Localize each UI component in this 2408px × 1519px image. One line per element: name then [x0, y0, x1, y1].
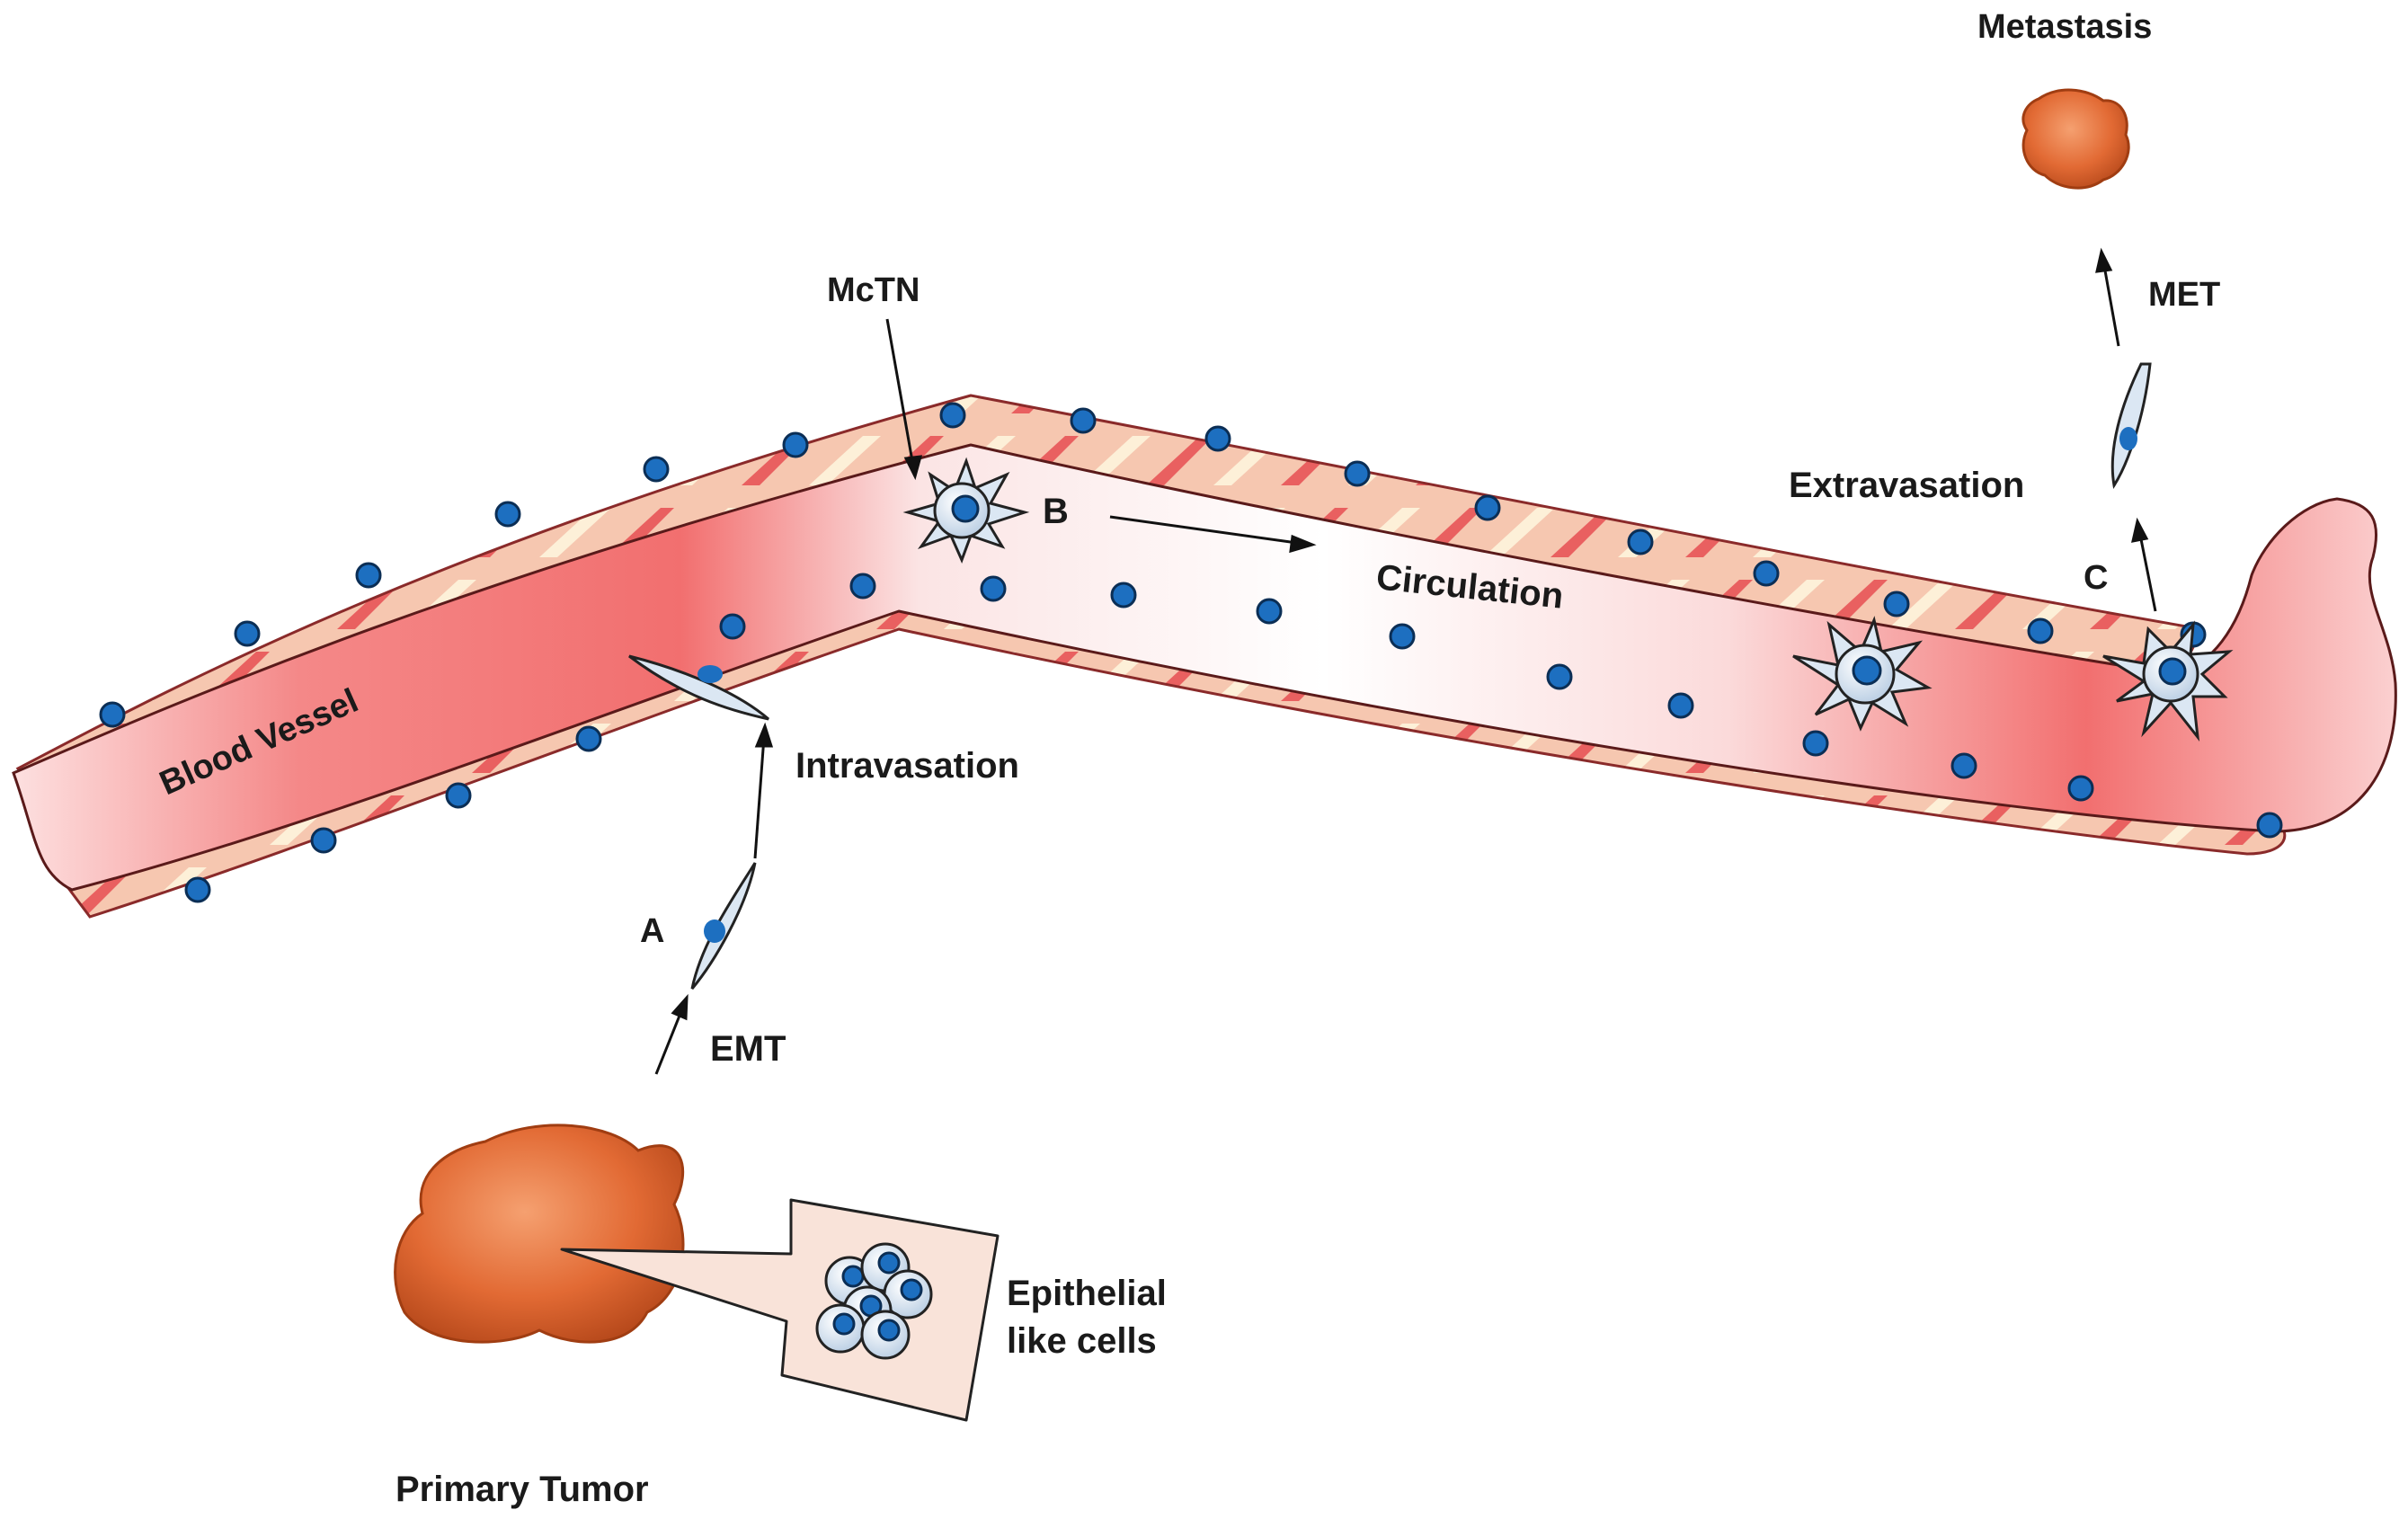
- endothelial-nucleus: [1256, 598, 1283, 625]
- label-emt: EMT: [710, 1029, 786, 1069]
- endothelial-nucleus: [355, 562, 382, 589]
- arrow-intravasation: [753, 736, 766, 859]
- arrows: [654, 247, 2157, 1075]
- epithelial-cell: [815, 1303, 866, 1354]
- endothelial-nucleus: [719, 613, 746, 640]
- arrow-circulation: [1109, 515, 1304, 546]
- mctn-cell: [902, 457, 1030, 564]
- intravasating-cell: [628, 654, 769, 721]
- endothelial-nucleus: [980, 575, 1007, 602]
- label-intravasation: Intravasation: [795, 746, 1019, 786]
- circulating-tumor-cell: [1792, 616, 1933, 732]
- endothelial-nucleus: [1110, 582, 1137, 608]
- endothelial-nucleus: [939, 402, 966, 429]
- endothelial-nucleus: [782, 431, 809, 458]
- endothelial-nucleus: [575, 725, 602, 752]
- label-met: MET: [2148, 276, 2220, 314]
- epithelial-cell: [860, 1310, 911, 1360]
- epithelial-cell: [860, 1242, 911, 1292]
- endothelial-nucleus: [234, 620, 261, 647]
- label-metastasis: Metastasis: [1977, 8, 2152, 46]
- label-a: A: [640, 912, 664, 950]
- label-mctn: McTN: [827, 271, 920, 309]
- endothelial-nucleus: [184, 876, 211, 903]
- label-c: C: [2084, 559, 2108, 597]
- endothelial-nucleus: [1546, 663, 1573, 690]
- met-cell: [2110, 362, 2152, 490]
- endothelial-nucleus: [99, 701, 126, 728]
- endothelial-nucleus: [1667, 692, 1694, 719]
- endothelial-nucleus: [849, 573, 876, 600]
- label-primary-tumor: Primary Tumor: [395, 1470, 649, 1509]
- endothelial-nucleus: [445, 782, 472, 809]
- arrow-mctn: [885, 318, 917, 477]
- endothelial-nucleus: [2067, 775, 2094, 802]
- arrow-emt: [654, 1006, 685, 1075]
- endothelial-nucleus: [1883, 591, 1910, 617]
- label-extravasation: Extravasation: [1789, 466, 2024, 505]
- emt-cell: [690, 862, 757, 990]
- endothelial-nucleus: [1474, 494, 1501, 521]
- endothelial-nucleus: [643, 456, 670, 483]
- endothelial-nucleus: [1627, 529, 1654, 555]
- arrow-met: [2101, 260, 2120, 347]
- extravasating-cell: [2102, 620, 2234, 742]
- arrow-extravasation: [2137, 529, 2157, 612]
- endothelial-nucleus: [1753, 560, 1780, 587]
- endothelial-nucleus: [1344, 460, 1371, 487]
- endothelial-nucleus: [2256, 812, 2283, 839]
- label-b: B: [1043, 492, 1069, 531]
- endothelial-nucleus: [310, 827, 337, 854]
- endothelial-nucleus: [1070, 407, 1097, 434]
- epithelial-cell-cluster: [815, 1242, 933, 1360]
- endothelial-nucleus: [1802, 730, 1829, 757]
- endothelial-nucleus: [494, 501, 521, 528]
- epithelial-cell: [883, 1269, 933, 1319]
- endothelial-nucleus: [2027, 617, 2054, 644]
- primary-tumor: [394, 1124, 685, 1344]
- metastasis-tumor: [2021, 88, 2130, 190]
- label-epithelial-2: like cells: [1007, 1321, 1157, 1361]
- endothelial-nucleus: [1950, 752, 1977, 779]
- endothelial-nucleus: [1389, 623, 1416, 650]
- endothelial-nucleus: [1204, 425, 1231, 452]
- label-epithelial-1: Epithelial: [1007, 1274, 1167, 1313]
